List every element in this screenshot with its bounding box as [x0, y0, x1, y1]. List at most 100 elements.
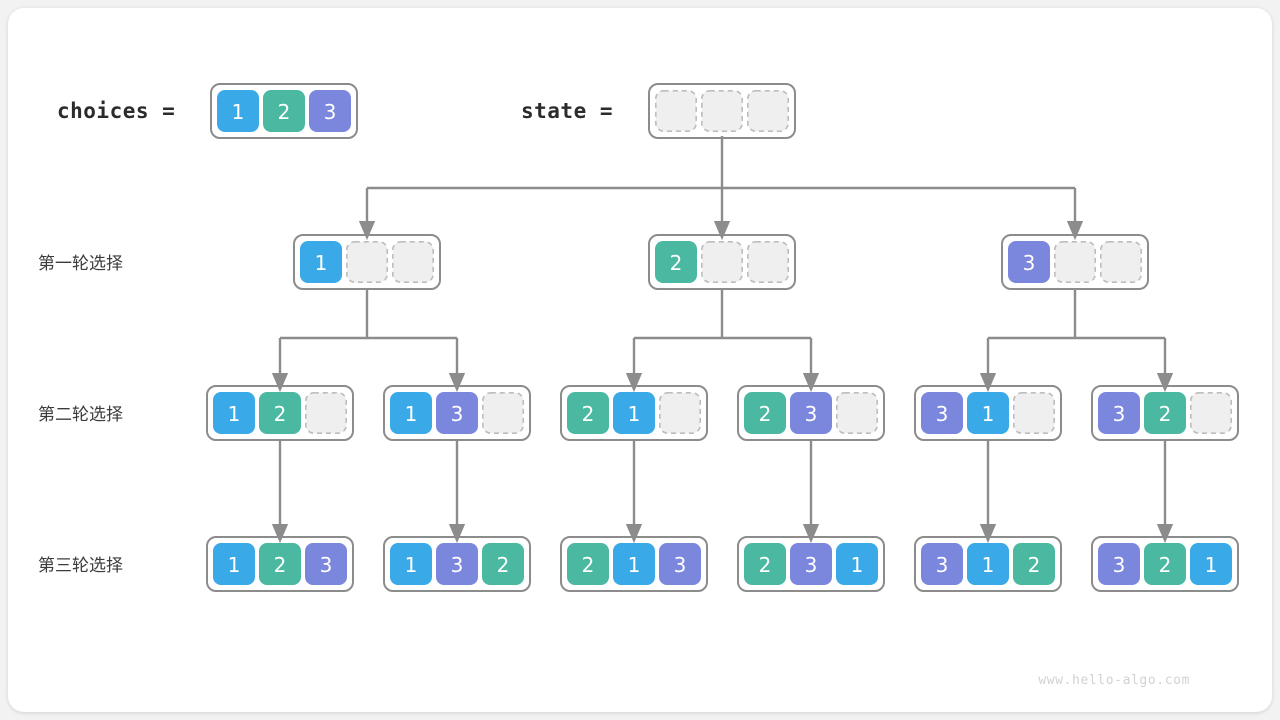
round-1-nodes: 1 2 3	[293, 234, 1149, 290]
round-1-node-1: 1	[293, 234, 441, 290]
state-array-cell-1-empty	[700, 90, 743, 133]
round-3-node-1-cell-1	[259, 543, 301, 585]
round-3-node-4-cell-2-value: 1	[851, 553, 864, 577]
round-3-node-2-cell-0	[390, 543, 432, 585]
round-1-node-2-cell-1-empty	[700, 241, 743, 284]
round-1-node-2-cell-0-value: 2	[670, 251, 683, 275]
choices-array-cell-1	[263, 90, 305, 132]
round-3-node-5: 3 1 2	[914, 536, 1062, 592]
round-3-node-4-cell-2	[836, 543, 878, 585]
choices-array-cell-1-value: 2	[278, 100, 291, 124]
round-3-node-4-cell-0	[744, 543, 786, 585]
round-2-node-1-cell-1-value: 2	[274, 402, 287, 426]
round-2-node-2-cell-1-value: 3	[451, 402, 464, 426]
round-1-node-3-cell-0	[1008, 241, 1050, 283]
round-1-node-1-cell-1-empty	[345, 241, 388, 284]
round-3-node-6-cell-1	[1144, 543, 1186, 585]
round-2-node-2-cell-0-value: 1	[405, 402, 418, 426]
round-3-node-6-cell-1-value: 2	[1159, 553, 1172, 577]
row-label-round-2: 第二轮选择	[38, 405, 123, 425]
round-3-node-3-cell-0	[567, 543, 609, 585]
round-3-node-3-cell-2	[659, 543, 701, 585]
round-1-node-2-cell-2-empty	[746, 241, 789, 284]
round-2-node-4-cell-1	[790, 392, 832, 434]
round-2-node-5-cell-1	[967, 392, 1009, 434]
round-2-node-6-cell-1	[1144, 392, 1186, 434]
choices-array-cell-0-value: 1	[232, 100, 245, 124]
round-3-node-6-cell-0-value: 3	[1113, 553, 1126, 577]
round-2-node-6-cell-2-empty	[1190, 391, 1233, 434]
round-3-node-3-cell-0-value: 2	[582, 553, 595, 577]
row-label-round-3: 第三轮选择	[38, 556, 123, 576]
round-2-node-2-cell-2-empty	[481, 391, 524, 434]
round-1-node-3-cell-2-empty	[1100, 241, 1143, 284]
round-2-node-1-cell-1	[259, 392, 301, 434]
round-3-node-5-cell-2	[1013, 543, 1055, 585]
round-2-node-6-cell-0	[1098, 392, 1140, 434]
round-2-node-6-cell-0-value: 3	[1113, 402, 1126, 426]
round-1-node-1-cell-0-value: 1	[315, 251, 328, 275]
round-3-node-1-cell-1-value: 2	[274, 553, 287, 577]
round-3-node-2-cell-1-value: 3	[451, 553, 464, 577]
round-2-node-3-frame	[560, 385, 708, 441]
round-3-node-3-cell-2-value: 3	[674, 553, 687, 577]
round-3-node-1-cell-2	[305, 543, 347, 585]
round-2-node-4-cell-1-value: 3	[805, 402, 818, 426]
round-3-node-6-frame	[1091, 536, 1239, 592]
round-3-node-3-cell-1-value: 1	[628, 553, 641, 577]
round-1-node-2-frame	[648, 234, 796, 290]
round-3-node-5-frame	[914, 536, 1062, 592]
round-3-node-4-cell-1-value: 3	[805, 553, 818, 577]
round-2-node-5-cell-2-empty	[1012, 391, 1055, 434]
round-3-node-2: 1 3 2	[383, 536, 531, 592]
round-3-node-2-cell-2-value: 2	[497, 553, 510, 577]
choices-array-cell-0	[217, 90, 259, 132]
round-3-node-1: 1 2 3	[206, 536, 354, 592]
choices-label: choices =	[57, 99, 175, 123]
round-1-node-1-cell-2-empty	[391, 241, 434, 284]
round-3-node-3-frame	[560, 536, 708, 592]
round-1-node-1-frame	[293, 234, 441, 290]
round-2-node-4-cell-2-empty	[835, 391, 878, 434]
round-2-node-5-cell-1-value: 1	[982, 402, 995, 426]
round-3-node-4: 2 3 1	[737, 536, 885, 592]
round-3-node-4-cell-0-value: 2	[759, 553, 772, 577]
round-2-node-1-cell-0	[213, 392, 255, 434]
round-3-node-5-cell-0	[921, 543, 963, 585]
round-3-node-5-cell-2-value: 2	[1028, 553, 1041, 577]
round-2-node-3-cell-0	[567, 392, 609, 434]
connectors	[271, 136, 1174, 544]
round-3-node-5-cell-0-value: 3	[936, 553, 949, 577]
round-2-node-6-cell-1-value: 2	[1159, 402, 1172, 426]
round-1-node-3-cell-0-value: 3	[1023, 251, 1036, 275]
round-2-node-3-cell-1-value: 1	[628, 402, 641, 426]
round-2-node-6-frame	[1091, 385, 1239, 441]
round-1-node-1-cell-0	[300, 241, 342, 283]
round-3-node-6-cell-0	[1098, 543, 1140, 585]
round-2-node-3-cell-1	[613, 392, 655, 434]
round-3-node-5-cell-1-value: 1	[982, 553, 995, 577]
state-array-cell-2-empty	[746, 90, 789, 133]
state-array-cell-0-empty	[654, 90, 697, 133]
round-3-node-4-cell-1	[790, 543, 832, 585]
round-3-node-2-cell-2	[482, 543, 524, 585]
round-3-node-6-cell-2	[1190, 543, 1232, 585]
round-3-node-2-frame	[383, 536, 531, 592]
round-2-node-2-cell-1	[436, 392, 478, 434]
round-3-node-2-cell-0-value: 1	[405, 553, 418, 577]
state-array	[648, 83, 796, 139]
round-1-node-2: 2	[648, 234, 796, 290]
round-3-node-1-cell-2-value: 3	[320, 553, 333, 577]
round-3-node-1-cell-0-value: 1	[228, 553, 241, 577]
